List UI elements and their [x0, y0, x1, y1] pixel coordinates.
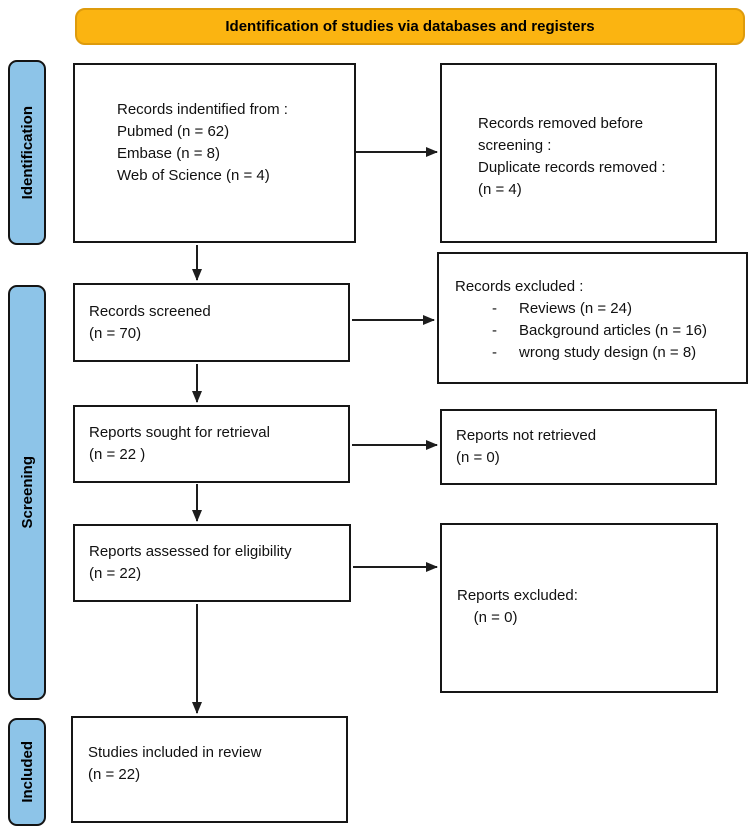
bullet-dash: -: [492, 322, 497, 339]
bullet-dash: -: [492, 344, 497, 361]
reports-sought-text: Reports sought for retrieval (n = 22 ): [89, 424, 270, 463]
stage-label-screening: Screening: [8, 285, 46, 700]
stage-label-included-text: Included: [18, 741, 36, 803]
header-title: Identification of studies via databases …: [225, 18, 595, 35]
reports-excluded-box: Reports excluded: (n = 0): [440, 523, 718, 693]
records-excluded-item-text: wrong study design (n = 8): [519, 344, 697, 361]
records-removed-box: Records removed before screening : Dupli…: [440, 63, 717, 243]
records-removed-text: Records removed before screening : Dupli…: [478, 115, 666, 198]
reports-sought-box: Reports sought for retrieval (n = 22 ): [73, 405, 350, 483]
records-excluded-item-text: Reviews (n = 24): [519, 300, 632, 317]
records-excluded-item: - Reviews (n = 24): [455, 298, 742, 320]
records-excluded-title: Records excluded :: [455, 278, 584, 295]
stage-label-screening-text: Screening: [18, 456, 36, 529]
reports-excluded-text: Reports excluded: (n = 0): [457, 587, 578, 626]
records-identified-box: Records indentified from : Pubmed (n = 6…: [73, 63, 356, 243]
records-excluded-box: Records excluded : - Reviews (n = 24) - Ba…: [437, 252, 748, 384]
records-excluded-item-text: Background articles (n = 16): [519, 322, 708, 339]
studies-included-text: Studies included in review (n = 22): [88, 744, 262, 783]
stage-label-identification-text: Identification: [18, 105, 36, 200]
bullet-dash: -: [492, 300, 497, 317]
reports-assessed-text: Reports assessed for eligibility (n = 22…: [89, 543, 292, 582]
records-identified-text: Records indentified from : Pubmed (n = 6…: [117, 101, 288, 184]
stage-label-identification: Identification: [8, 60, 46, 245]
records-screened-box: Records screened (n = 70): [73, 283, 350, 362]
records-excluded-item: - Background articles (n = 16): [455, 320, 742, 342]
header-banner: Identification of studies via databases …: [75, 8, 745, 45]
reports-not-retrieved-text: Reports not retrieved (n = 0): [456, 427, 597, 466]
reports-not-retrieved-box: Reports not retrieved (n = 0): [440, 409, 717, 485]
studies-included-box: Studies included in review (n = 22): [71, 716, 348, 823]
records-screened-text: Records screened (n = 70): [89, 302, 211, 342]
records-excluded-item: - wrong study design (n = 8): [455, 342, 742, 364]
stage-label-included: Included: [8, 718, 46, 826]
reports-assessed-box: Reports assessed for eligibility (n = 22…: [73, 524, 351, 602]
